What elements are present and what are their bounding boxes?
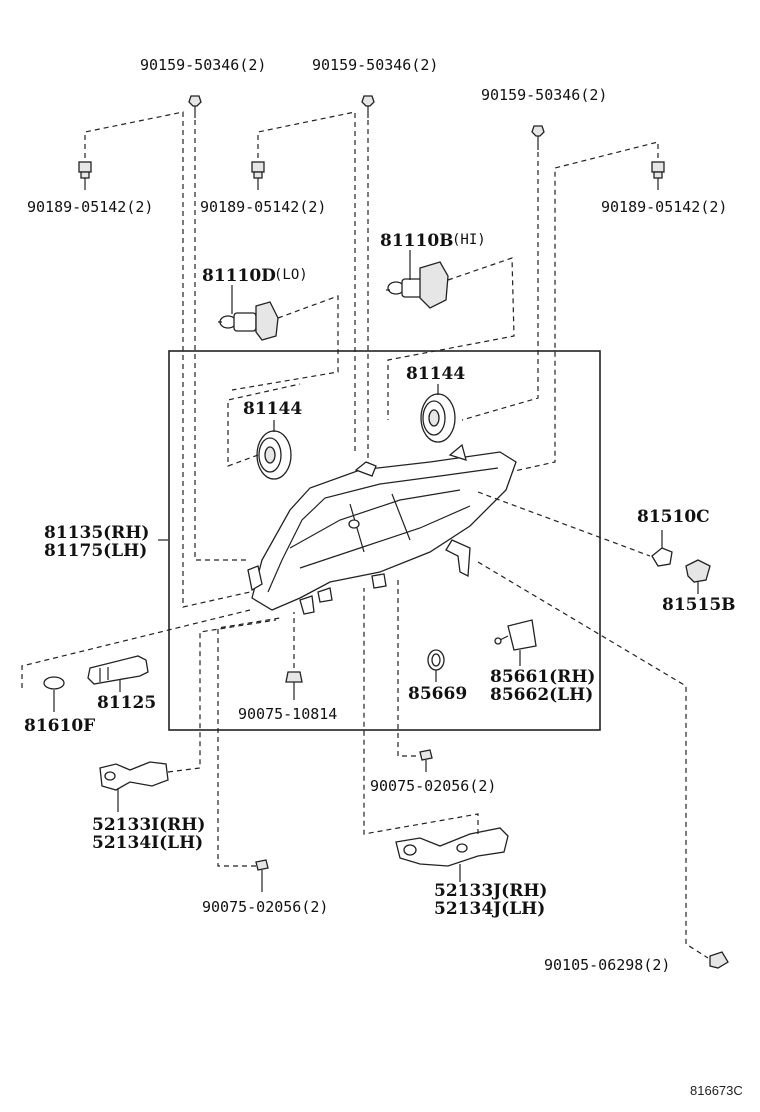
nut-icon bbox=[78, 161, 92, 190]
bracket-i-icon bbox=[99, 761, 169, 791]
label-screw-a: 90159-50346(2) bbox=[140, 56, 266, 74]
nut-icon bbox=[251, 161, 265, 190]
label-bracket-j-lh: 52134J(LH) bbox=[434, 899, 545, 919]
diagram-id: 816673C bbox=[690, 1083, 743, 1098]
label-bulb-lo-suffix: (LO) bbox=[274, 267, 308, 283]
label-bolt: 90105-06298(2) bbox=[544, 956, 670, 974]
label-side-socket: 81515B bbox=[662, 595, 736, 615]
bracket-j-icon bbox=[395, 827, 509, 867]
bolt-icon bbox=[709, 951, 729, 969]
label-bracket-i-lh: 52134I(LH) bbox=[92, 833, 203, 853]
label-side-bulb: 81510C bbox=[637, 507, 710, 527]
label-nut-c: 90189-05142(2) bbox=[601, 198, 727, 216]
label-cap-left: 81144 bbox=[243, 399, 302, 419]
label-screw-bottom: 90075-10814 bbox=[238, 705, 337, 723]
bulb-lo-icon bbox=[218, 301, 279, 341]
label-nut-b: 90189-05142(2) bbox=[200, 198, 326, 216]
label-bulb-hi: 81110B bbox=[380, 231, 454, 251]
label-small-bulb: 81610F bbox=[24, 716, 95, 736]
headlamp-assembly-icon bbox=[247, 443, 517, 615]
bulb-hi-icon bbox=[386, 261, 449, 309]
screw-icon bbox=[531, 125, 545, 150]
socket-icon bbox=[87, 655, 149, 685]
screw-icon bbox=[188, 95, 202, 118]
screw-icon bbox=[419, 749, 433, 772]
o-ring-icon bbox=[427, 649, 445, 671]
label-screw-b: 90159-50346(2) bbox=[312, 56, 438, 74]
small-bulb-icon bbox=[43, 676, 65, 690]
actuator-icon bbox=[494, 619, 537, 666]
label-screw-low: 90075-02056(2) bbox=[202, 898, 328, 916]
label-bulb-hi-suffix: (HI) bbox=[452, 232, 486, 248]
side-socket-icon bbox=[685, 559, 711, 594]
label-actuator-lh: 85662(LH) bbox=[490, 685, 593, 705]
label-lamp-lh: 81175(LH) bbox=[44, 541, 147, 561]
cap-icon bbox=[420, 393, 456, 443]
label-bracket-j-rh: 52133J(RH) bbox=[434, 881, 547, 901]
label-lamp-rh: 81135(RH) bbox=[44, 523, 149, 543]
label-bracket-i-rh: 52133I(RH) bbox=[92, 815, 205, 835]
label-bulb-lo: 81110D bbox=[202, 266, 276, 286]
label-screw-mid: 90075-02056(2) bbox=[370, 777, 496, 795]
cap-icon bbox=[256, 430, 292, 480]
label-cap-right: 81144 bbox=[406, 364, 465, 384]
label-socket: 81125 bbox=[97, 693, 156, 713]
side-bulb-icon bbox=[651, 547, 673, 567]
label-nut-a: 90189-05142(2) bbox=[27, 198, 153, 216]
screw-icon bbox=[285, 671, 303, 700]
label-actuator-rh: 85661(RH) bbox=[490, 667, 595, 687]
assembly-box bbox=[168, 350, 601, 731]
label-screw-c: 90159-50346(2) bbox=[481, 86, 607, 104]
label-o-ring: 85669 bbox=[408, 684, 467, 704]
screw-icon bbox=[255, 859, 269, 892]
screw-icon bbox=[361, 95, 375, 118]
nut-icon bbox=[651, 161, 665, 190]
